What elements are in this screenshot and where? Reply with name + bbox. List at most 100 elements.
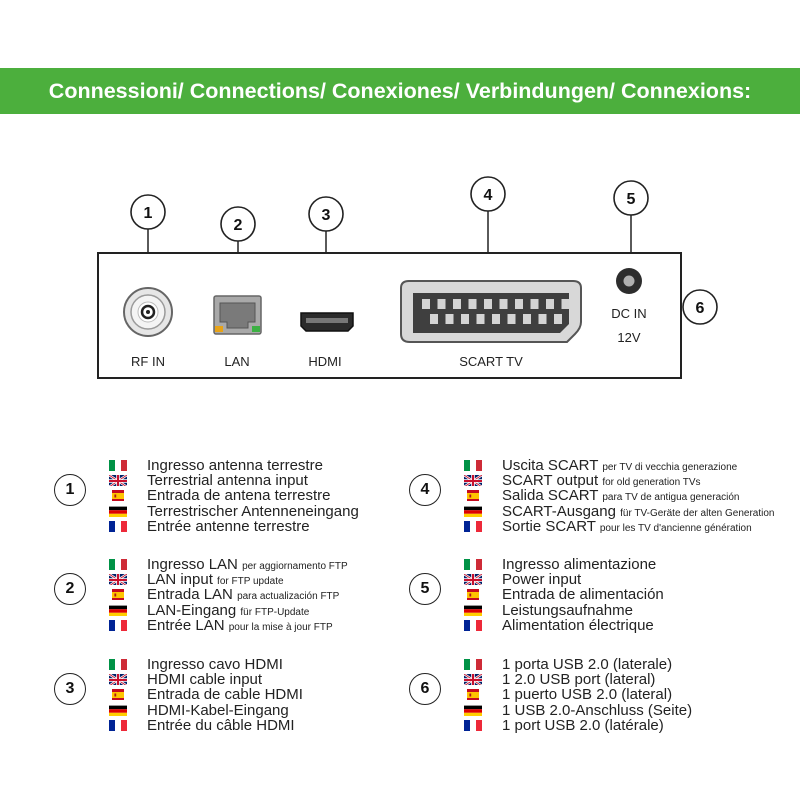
scart-pin bbox=[484, 299, 492, 309]
italy-flag bbox=[464, 459, 482, 471]
callout-circle-5 bbox=[613, 180, 649, 216]
legend-number-circle: 1 bbox=[54, 474, 86, 506]
dc-in-jack bbox=[616, 268, 642, 294]
page-title: Connessioni/ Connections/ Conexiones/ Ve… bbox=[48, 79, 752, 103]
callout-circle-3 bbox=[308, 196, 344, 232]
scart-pin bbox=[461, 314, 469, 324]
legend-line-main: 1 2.0 USB port (lateral) bbox=[502, 671, 656, 689]
legend-line-main: Leistungsaufnahme bbox=[502, 601, 633, 619]
dc-in-label: DC IN bbox=[611, 306, 646, 321]
title-banner: Connessioni/ Connections/ Conexiones/ Ve… bbox=[0, 68, 800, 114]
legend-line-main: Alimentation électrique bbox=[502, 616, 654, 634]
callout-1-number: 1 bbox=[144, 205, 153, 222]
rf-in-connector bbox=[123, 287, 173, 337]
france-flag bbox=[109, 719, 127, 731]
france-flag bbox=[464, 520, 482, 532]
spain-flag bbox=[464, 588, 482, 601]
legend-line: Entrada LAN para actualización FTP bbox=[147, 587, 339, 604]
legend-line-main: Entrée antenne terrestre bbox=[147, 517, 310, 535]
legend-line: Ingresso cavo HDMI bbox=[147, 657, 283, 672]
legend-line: Entrada de alimentación bbox=[502, 587, 664, 602]
legend-line: HDMI-Kabel-Eingang bbox=[147, 703, 289, 718]
spain-flag bbox=[109, 588, 127, 601]
germany-flag bbox=[464, 604, 482, 616]
legend-line-note: für FTP-Update bbox=[240, 606, 310, 618]
legend-line: Entrada de antena terrestre bbox=[147, 488, 330, 503]
scart-pin bbox=[546, 299, 554, 309]
legend-line: Entrée du câble HDMI bbox=[147, 718, 295, 733]
legend-line: SCART-Ausgang für TV-Geräte der alten Ge… bbox=[502, 504, 774, 521]
scart-pin bbox=[492, 314, 500, 324]
legend-line-note: for old generation TVs bbox=[602, 477, 701, 489]
legend-line: LAN-Eingang für FTP-Update bbox=[147, 603, 309, 620]
legend-line: Ingresso antenna terrestre bbox=[147, 458, 323, 473]
legend-number-circle: 3 bbox=[54, 673, 86, 705]
legend-line-main: SCART-Ausgang bbox=[502, 502, 616, 520]
italy-flag bbox=[109, 459, 127, 471]
callout-circle-2 bbox=[220, 206, 256, 242]
legend-line-main: 1 porta USB 2.0 (laterale) bbox=[502, 656, 673, 673]
dc-voltage-label: 12V bbox=[617, 330, 640, 345]
legend-line-main: 1 puerto USB 2.0 (lateral) bbox=[502, 686, 673, 704]
rf-in-label: RF IN bbox=[131, 354, 165, 369]
legend-line: Sortie SCART pour les TV d'ancienne géné… bbox=[502, 519, 752, 536]
legend-line-main: Entrada de cable HDMI bbox=[147, 686, 303, 704]
italy-flag bbox=[464, 558, 482, 570]
germany-flag bbox=[109, 505, 127, 517]
italy-flag bbox=[109, 558, 127, 570]
scart-pin bbox=[530, 299, 539, 309]
legend-line: SCART output for old generation TVs bbox=[502, 473, 701, 490]
france-flag bbox=[464, 619, 482, 631]
legend-line: Uscita SCART per TV di vecchia generazio… bbox=[502, 458, 737, 475]
italy-flag bbox=[464, 658, 482, 670]
scart-pin bbox=[499, 299, 508, 309]
germany-flag bbox=[464, 704, 482, 716]
spain-flag bbox=[464, 688, 482, 701]
legend-number-circle: 4 bbox=[409, 474, 441, 506]
spain-flag bbox=[464, 489, 482, 502]
callout-circle-4 bbox=[470, 176, 506, 212]
germany-flag bbox=[109, 604, 127, 616]
legend-line: 1 USB 2.0-Anschluss (Seite) bbox=[502, 703, 692, 718]
uk-flag bbox=[464, 673, 482, 686]
legend-line-main: HDMI-Kabel-Eingang bbox=[147, 701, 289, 719]
legend-line: Entrée antenne terrestre bbox=[147, 519, 310, 534]
uk-flag bbox=[109, 474, 127, 487]
legend-line: Terrestrischer Antenneneingang bbox=[147, 504, 359, 519]
legend-line-main: SCART output bbox=[502, 472, 599, 490]
legend-line: Entrada de cable HDMI bbox=[147, 687, 303, 702]
lan-port bbox=[213, 295, 262, 335]
scart-pin bbox=[507, 314, 516, 324]
legend-line: HDMI cable input bbox=[147, 672, 262, 687]
callout-2-number: 2 bbox=[234, 217, 243, 234]
legend-line-main: Ingresso antenna terrestre bbox=[147, 457, 323, 474]
uk-flag bbox=[464, 573, 482, 586]
uk-flag bbox=[109, 673, 127, 686]
legend-line-main: HDMI cable input bbox=[147, 671, 263, 689]
legend-line: Power input bbox=[502, 572, 581, 587]
legend-line-main: Ingresso LAN bbox=[147, 556, 238, 573]
scart-pin bbox=[515, 299, 523, 309]
legend-line-note: para actualización FTP bbox=[237, 591, 340, 603]
legend-line-note: pour la mise à jour FTP bbox=[228, 621, 333, 633]
scart-pin bbox=[476, 314, 485, 324]
scart-pin bbox=[468, 299, 477, 309]
scart-pin bbox=[445, 314, 454, 324]
device-body bbox=[97, 252, 682, 379]
legend-line: Leistungsaufnahme bbox=[502, 603, 633, 618]
callout-6-number: 6 bbox=[696, 300, 705, 317]
france-flag bbox=[109, 520, 127, 532]
uk-flag bbox=[109, 573, 127, 586]
legend-line-main: Ingresso alimentazione bbox=[502, 556, 657, 573]
legend-line-note: per TV di vecchia generazione bbox=[602, 462, 738, 473]
legend-line-note: für TV-Geräte der alten Generation bbox=[620, 507, 775, 519]
legend-line-main: Power input bbox=[502, 571, 582, 589]
scart-connector bbox=[400, 280, 582, 343]
legend-line-main: LAN-Eingang bbox=[147, 601, 237, 619]
italy-flag bbox=[109, 658, 127, 670]
france-flag bbox=[109, 619, 127, 631]
callout-5-number: 5 bbox=[627, 191, 636, 208]
callout-circle-1 bbox=[130, 194, 166, 230]
legend-line-main: Salida SCART bbox=[502, 487, 599, 505]
